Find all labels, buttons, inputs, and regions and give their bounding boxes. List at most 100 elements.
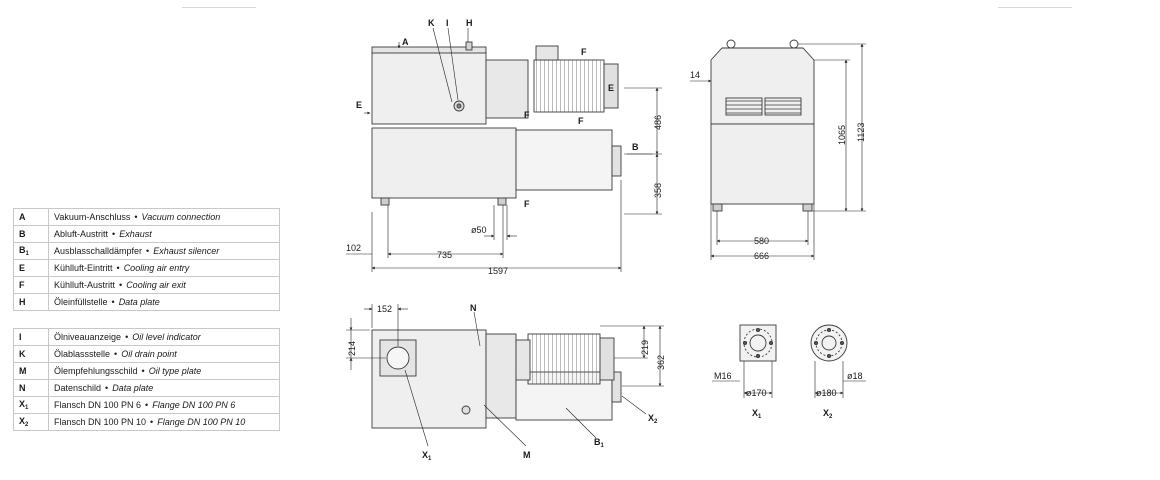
top-view [371, 329, 622, 429]
flange-x1-dimensions [712, 361, 773, 398]
top-inlet-port [386, 346, 410, 370]
top-silencer-flange [611, 371, 622, 403]
side-foot-right [802, 203, 813, 212]
top-rule-right [998, 7, 1072, 8]
legend-key: X2 [13, 413, 49, 431]
legend-description: Öleinfüllstelle•Data plate [48, 293, 280, 311]
vent-grille-right [764, 97, 802, 116]
legend-text-english: Cooling air exit [126, 280, 186, 290]
legend-description: Flansch DN 100 PN 10•Flange DN 100 PN 10 [48, 413, 280, 431]
flange-x1-bolt-1 [755, 327, 761, 333]
flange-x2-outer [810, 324, 848, 362]
label-f-mid: F [524, 110, 530, 120]
pump-upper-housing [371, 51, 487, 125]
dim-1065: 1065 [837, 125, 847, 145]
front-view-dimension-text: 102 735 1597 ø50 486 358 [346, 115, 663, 276]
foot-right [497, 197, 507, 206]
dim-486: 486 [653, 115, 663, 130]
legend-key: H [13, 293, 49, 311]
vent-grille-left [725, 97, 763, 116]
dim-102: 102 [346, 243, 361, 253]
dim-358: 358 [653, 183, 663, 198]
legend-text-english: Oil type plate [148, 366, 202, 376]
legend-key-subscript: 1 [25, 405, 29, 411]
legend-separator: • [116, 263, 120, 273]
dim-14: 14 [690, 70, 700, 80]
legend-key-subscript: 2 [25, 422, 29, 428]
legend-text-german: Vakuum-Anschluss [54, 212, 131, 222]
flange-x1-bolt-3 [755, 353, 761, 359]
lifting-eye-left [726, 39, 736, 49]
lifting-eye-right [789, 39, 799, 49]
legend-text-english: Exhaust silencer [153, 246, 220, 256]
legend-key-letter: M [19, 366, 27, 376]
side-foot-left [712, 203, 723, 212]
legend-separator: • [112, 229, 116, 239]
legend-text-german: Ölablassstelle [54, 349, 111, 359]
legend-text-english: Cooling air entry [123, 263, 190, 273]
label-e-right: E [608, 83, 614, 93]
foot-left [380, 197, 390, 206]
label-a: A [402, 37, 409, 47]
flange-x2-text: ø18 ø180 X2 [816, 371, 863, 420]
flange-x1-thread: M16 [714, 371, 732, 381]
front-view-dimensions [346, 87, 662, 272]
silencer-body [515, 129, 613, 191]
label-n: N [470, 303, 477, 313]
label-e-left: E [356, 100, 362, 110]
legend-separator: • [141, 366, 145, 376]
legend-separator: • [146, 246, 150, 256]
flange-x2-name: X2 [823, 408, 833, 420]
front-view [371, 41, 622, 206]
motor-fan-cover [603, 63, 619, 109]
pump-top-cap [371, 46, 487, 54]
flange-x1-bolt-4 [742, 340, 748, 346]
legend-text-german: Ausblasschalldämpfer [54, 246, 143, 256]
top-view-dimension-text: 152 214 219 362 [347, 304, 666, 370]
oil-fill-plug [465, 41, 473, 51]
flange-x2-dimensions [814, 361, 866, 398]
label-h: H [466, 18, 473, 28]
legend-text-german: Flansch DN 100 PN 6 [54, 400, 142, 410]
label-b: B [632, 142, 639, 152]
legend-text-german: Öleinfüllstelle [54, 297, 108, 307]
label-f-top: F [581, 47, 587, 57]
dim-1123: 1123 [856, 123, 866, 142]
dim-666: 666 [754, 251, 769, 261]
legend-text-english: Flange DN 100 PN 10 [157, 417, 246, 427]
motor-body [533, 59, 605, 113]
legend-text-german: Abluft-Austritt [54, 229, 109, 239]
motor-terminal-box [535, 45, 559, 61]
legend-separator: • [111, 297, 115, 307]
legend-key-letter: I [19, 332, 22, 342]
label-f-motor: F [578, 116, 584, 126]
side-view-dimensions [690, 43, 866, 260]
flange-x2-hole: ø18 [847, 371, 863, 381]
legend-text-german: Datenschild [54, 383, 102, 393]
legend-text-english: Flange DN 100 PN 6 [152, 400, 236, 410]
top-rule-left [182, 7, 256, 8]
flange-x2-bolt-2 [839, 340, 845, 346]
legend-text-english: Exhaust [119, 229, 152, 239]
label-x1-top: X1 [422, 450, 432, 462]
legend-text-english: Data plate [118, 297, 160, 307]
legend-text-german: Flansch DN 100 PN 10 [54, 417, 147, 427]
label-f-bottom: F [524, 199, 530, 209]
flange-x1 [739, 324, 777, 362]
flange-x2-diameter: ø180 [816, 388, 837, 398]
legend-text-english: Oil drain point [121, 349, 177, 359]
flange-x2-bolt-1 [826, 327, 832, 333]
oil-level-glass-inner [456, 103, 462, 109]
flange-x1-text: M16 ø170 X1 [714, 371, 767, 420]
legend-key-letter: K [19, 349, 26, 359]
dim-152: 152 [377, 304, 392, 314]
legend-separator: • [105, 383, 109, 393]
flange-x1-name: X1 [752, 408, 762, 420]
coupling-section [485, 59, 529, 119]
